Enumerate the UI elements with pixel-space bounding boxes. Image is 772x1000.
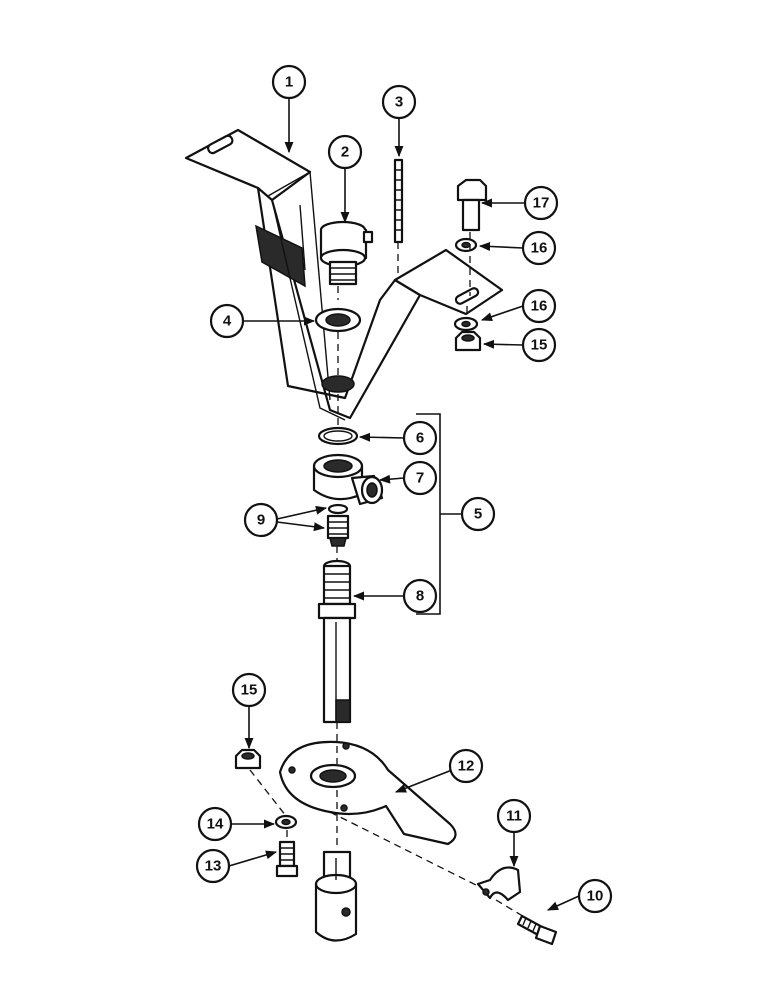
svg-text:11: 11 <box>506 808 522 825</box>
leader-lines <box>228 98 580 911</box>
callout-1: 1 <box>271 64 307 100</box>
svg-text:1: 1 <box>285 74 293 91</box>
callout-7: 7 <box>402 460 438 496</box>
callout-15-lower: 15 <box>231 672 267 708</box>
cap-screw <box>275 840 299 878</box>
hex-nut-lower <box>234 748 262 770</box>
callout-4: 4 <box>209 303 245 339</box>
flat-washer-lower <box>453 316 479 332</box>
threaded-stud <box>393 158 404 244</box>
svg-text:6: 6 <box>416 430 424 447</box>
hose-clamp <box>476 866 522 902</box>
bearing-housing <box>312 453 384 506</box>
svg-text:15: 15 <box>531 337 548 354</box>
assembly-bracket <box>416 413 462 615</box>
svg-text:16: 16 <box>531 240 548 257</box>
callout-13: 13 <box>195 848 231 884</box>
svg-text:7: 7 <box>416 470 424 487</box>
callout-9: 9 <box>243 502 279 538</box>
lock-washer <box>274 814 298 830</box>
mounting-bracket <box>184 128 504 421</box>
fitting <box>326 514 350 547</box>
svg-text:5: 5 <box>474 506 482 523</box>
svg-text:13: 13 <box>205 858 222 875</box>
flat-washer-upper <box>454 237 478 253</box>
shaft-coupling <box>314 850 358 942</box>
callout-16-upper: 16 <box>521 230 557 266</box>
svg-text:2: 2 <box>341 144 349 161</box>
assembly-centerlines <box>249 232 527 919</box>
snap-ring <box>317 426 359 446</box>
callout-15-upper: 15 <box>521 327 557 363</box>
callout-5: 5 <box>460 496 496 532</box>
svg-text:9: 9 <box>257 512 265 529</box>
callout-17: 17 <box>523 185 559 221</box>
svg-text:3: 3 <box>395 94 403 111</box>
drive-shaft <box>317 559 357 724</box>
hex-bolt <box>456 178 488 232</box>
svg-text:4: 4 <box>223 313 232 330</box>
svg-text:12: 12 <box>458 758 475 775</box>
callout-8: 8 <box>402 578 438 614</box>
lever-plate <box>278 740 457 846</box>
seal-ring <box>314 307 362 333</box>
callout-2: 2 <box>327 134 363 170</box>
callout-12: 12 <box>448 748 484 784</box>
grease-fitting <box>319 220 374 286</box>
svg-text:17: 17 <box>533 195 550 212</box>
svg-text:8: 8 <box>416 588 424 605</box>
svg-text:16: 16 <box>531 298 548 315</box>
callout-10: 10 <box>577 878 613 914</box>
svg-text:14: 14 <box>207 816 224 833</box>
callout-3: 3 <box>381 84 417 120</box>
svg-text:15: 15 <box>241 682 258 699</box>
clamp-bolt <box>516 914 558 946</box>
callout-16-lower: 16 <box>521 288 557 324</box>
callout-6: 6 <box>402 420 438 456</box>
callout-11: 11 <box>496 798 532 834</box>
o-ring <box>327 503 349 515</box>
hex-nut-upper <box>454 330 482 352</box>
callout-14: 14 <box>197 806 233 842</box>
svg-text:10: 10 <box>587 888 604 905</box>
